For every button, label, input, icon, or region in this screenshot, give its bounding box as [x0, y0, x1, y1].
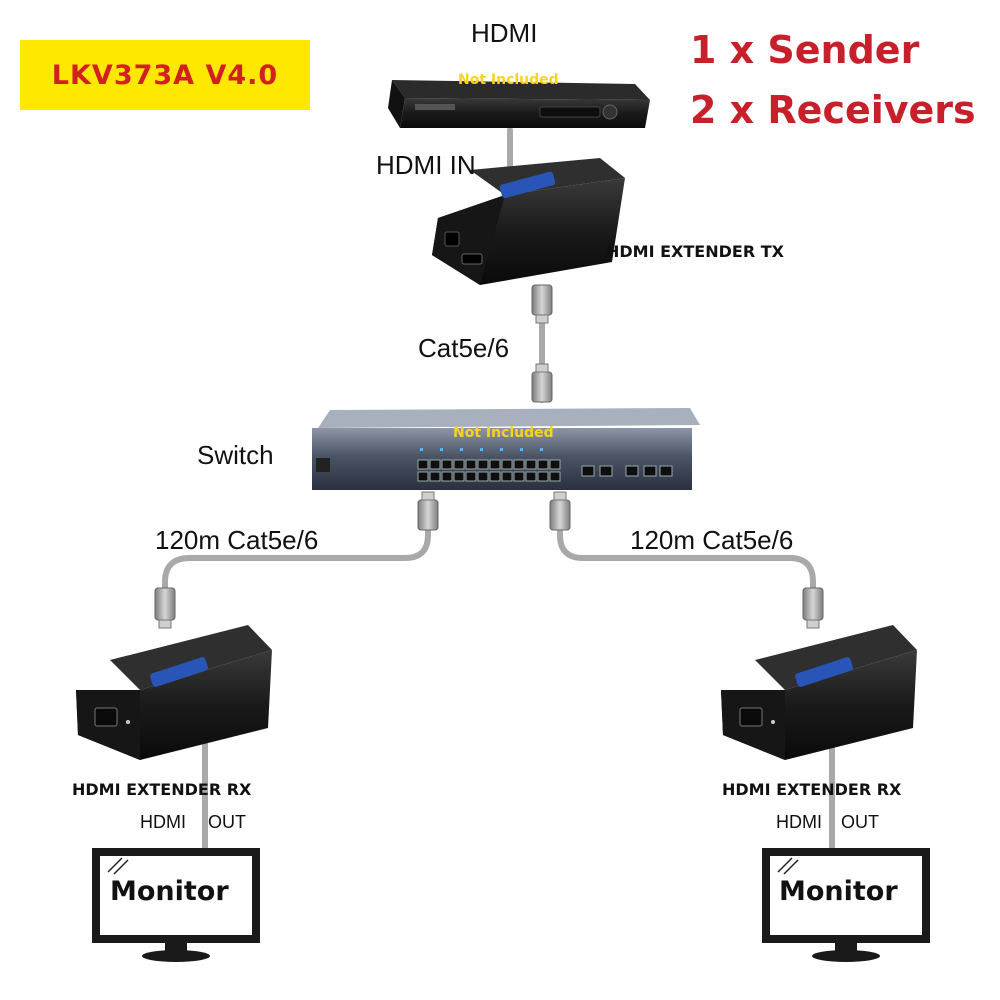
rj45-connector — [531, 284, 553, 324]
rj45-connector — [802, 587, 824, 629]
right-receiver-cable — [557, 502, 816, 623]
switch-label: Switch — [197, 440, 274, 470]
hdmi-source-label: HDMI — [471, 18, 538, 48]
headline-receivers: 2 x Receivers — [690, 88, 976, 132]
monitor-left-device — [92, 848, 260, 962]
switch-note: Not Included — [453, 425, 554, 441]
rx-left-name-label: HDMI EXTENDER RX — [72, 780, 252, 799]
monitor-left-label: Monitor — [110, 876, 229, 907]
rx-left-out-label-a: HDMI — [140, 812, 186, 832]
rx-right-out-label-a: HDMI — [776, 812, 822, 832]
source-note: Not Included — [458, 72, 559, 88]
rx-right-out-label-b: OUT — [841, 812, 879, 832]
extender-tx-device — [432, 158, 625, 285]
extender-rx-right-device — [721, 625, 917, 760]
monitor-right-label: Monitor — [779, 876, 898, 907]
tx-name-label: HDMI EXTENDER TX — [606, 242, 784, 261]
extender-rx-left-device — [76, 625, 272, 760]
model-label: LKV373A V4.0 — [51, 59, 279, 91]
rj45-connector — [531, 363, 553, 403]
monitor-right-device — [762, 848, 930, 962]
uplink-cable-label: Cat5e/6 — [418, 333, 510, 363]
left-cable-label: 120m Cat5e/6 — [155, 525, 319, 555]
hdmi-in-label: HDMI IN — [376, 150, 476, 180]
headline-sender: 1 x Sender — [690, 28, 920, 72]
rj45-connector — [417, 491, 439, 531]
rj45-connector — [549, 491, 571, 531]
rx-left-out-label-b: OUT — [208, 812, 246, 832]
hdmi-source-device — [388, 80, 650, 128]
right-cable-label: 120m Cat5e/6 — [630, 525, 794, 555]
network-switch — [312, 408, 700, 490]
rj45-connector — [154, 587, 176, 629]
rx-right-name-label: HDMI EXTENDER RX — [722, 780, 902, 799]
left-receiver-cable — [162, 502, 431, 623]
model-badge: LKV373A V4.0 — [20, 40, 310, 110]
